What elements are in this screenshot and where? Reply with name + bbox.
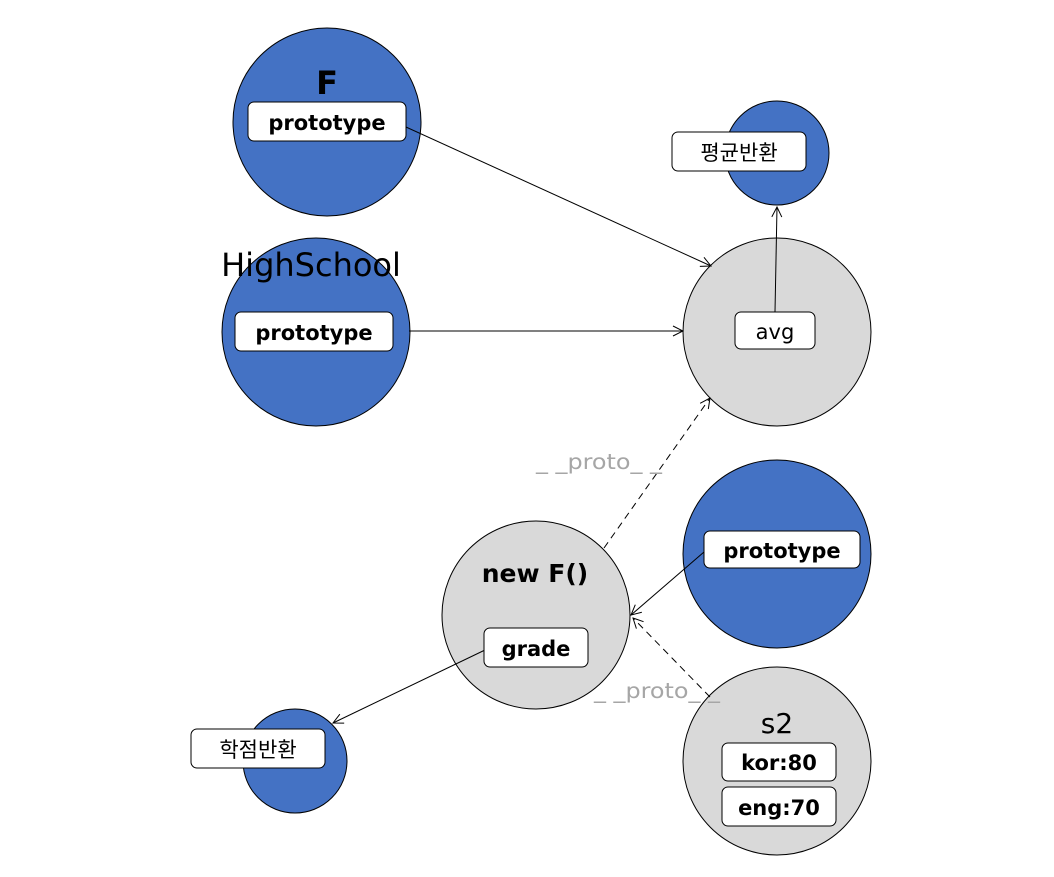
s2-holder-prototype-box	[703, 530, 861, 569]
edge-s2-proto-to-new-f	[633, 618, 711, 698]
grade-label: grade	[502, 637, 571, 661]
edge-grade-to-function	[333, 649, 486, 723]
highschool-prototype-label: prototype	[255, 321, 372, 345]
f-prototype-label: prototype	[268, 111, 385, 135]
new-f-title: new F()	[482, 559, 588, 588]
s2-kor-label: kor:80	[741, 751, 817, 775]
grade-function-box	[190, 728, 326, 769]
grade-function-label: 학점반환	[219, 738, 296, 762]
s2-holder-prototype-label: prototype	[723, 539, 840, 563]
edge-new-f-proto-to-shared	[603, 398, 710, 549]
avg-function-label: 평균반환	[700, 141, 777, 165]
edge-avg-to-function	[775, 207, 777, 313]
edge-f-prototype-to-shared	[405, 126, 711, 266]
highschool-title: HighSchool	[221, 246, 401, 284]
s2-eng-label: eng:70	[738, 796, 820, 820]
proto-label-upper: _ _proto_ _	[535, 450, 663, 475]
avg-function-box	[671, 131, 807, 172]
f-prototype-box	[247, 101, 407, 142]
edge-s2-holder-prototype-to-new-f	[631, 551, 705, 615]
proto-label-lower: _ _proto_ _	[593, 679, 721, 704]
avg-box	[734, 311, 816, 350]
s2-kor-box	[721, 742, 837, 782]
s2-title: s2	[761, 707, 793, 740]
s2-eng-box	[721, 786, 837, 827]
avg-label: avg	[756, 320, 795, 344]
highschool-prototype-box	[234, 311, 394, 352]
grade-box	[483, 627, 589, 668]
f-title: F	[316, 64, 338, 102]
